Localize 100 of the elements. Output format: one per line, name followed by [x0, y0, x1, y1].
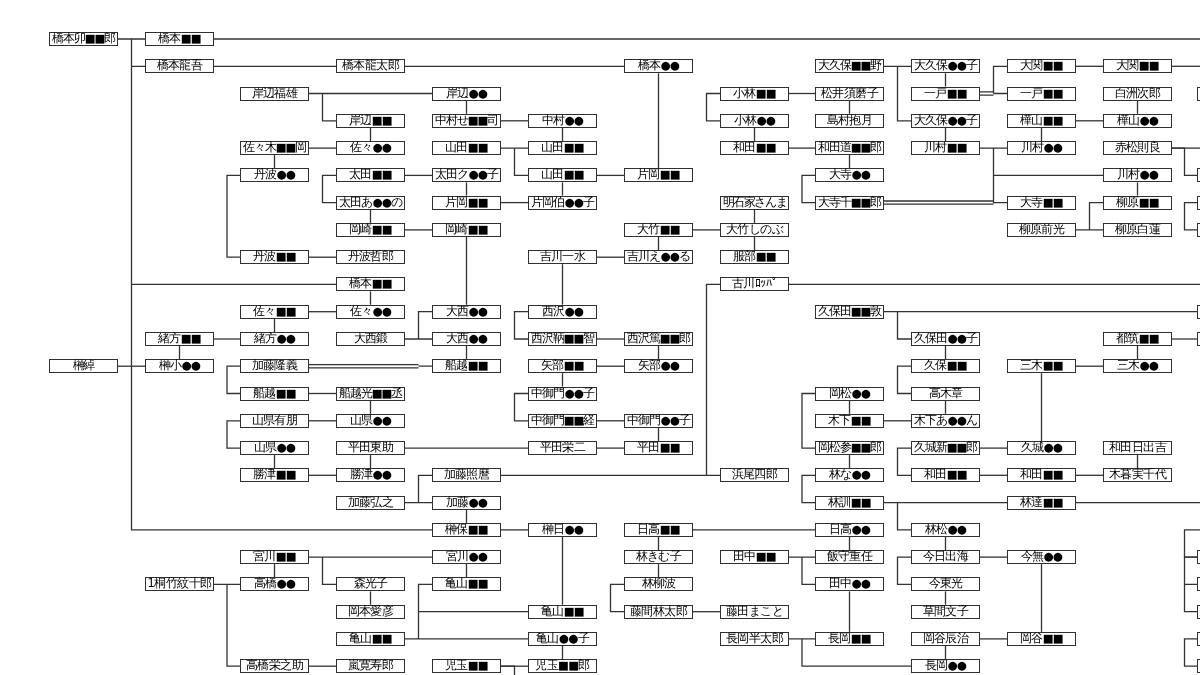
cropped-box: [1197, 168, 1200, 183]
connector-line: [596, 420, 625, 422]
connector-line: [979, 556, 1008, 558]
name-box: 森光子: [336, 577, 405, 592]
name-box: 小林■■: [720, 86, 789, 101]
name-box: 久城●●: [1007, 441, 1076, 456]
name-box: 大竹しのぶ: [720, 222, 789, 237]
name-box: 古川ﾛｯﾊﾟ: [720, 277, 789, 292]
connector-line: [404, 229, 433, 231]
name-box: 藤間林太郎: [624, 604, 693, 619]
name-box: 田中■■: [720, 550, 789, 565]
name-box: 亀山●●子: [528, 631, 597, 646]
name-box: 岡松参■■郎: [815, 441, 884, 456]
name-box: 和田■■: [720, 141, 789, 156]
connector-line: [1040, 563, 1043, 633]
name-box: 宮川■■: [240, 550, 309, 565]
connector-line: [1075, 120, 1104, 122]
name-box: 林達■■: [1007, 495, 1076, 510]
connector-line: [1183, 638, 1198, 667]
name-box: 岡本愛彦: [336, 604, 405, 619]
name-box: 大西鍛: [336, 332, 405, 346]
connector-line: [883, 65, 912, 122]
name-box: 白洲次郎: [1103, 86, 1172, 101]
name-box: 中御門●●子: [624, 413, 693, 428]
name-box: 吉川一水: [528, 250, 597, 265]
connector-line: [404, 447, 529, 449]
name-box: 丹波●●: [240, 168, 309, 183]
name-box: 樺山■■: [1007, 113, 1076, 128]
name-box: 大西●●: [432, 332, 501, 346]
name-box: 一戸■■: [1007, 86, 1076, 101]
name-box: 丹波哲郎: [336, 250, 405, 265]
connector-line: [883, 501, 1008, 531]
cropped-box: [1197, 222, 1200, 237]
name-box: 三木■■: [1007, 359, 1076, 374]
name-box: 矢部■■: [528, 359, 597, 374]
name-box: 亀山■■: [432, 577, 501, 592]
connector-line: [1075, 201, 1104, 231]
name-box: 平田■■: [624, 441, 693, 456]
connector-line: [801, 474, 816, 504]
name-box: 小林●●: [720, 113, 789, 128]
name-box: 緒方●●: [240, 332, 309, 346]
name-box: 服部■■: [720, 250, 789, 265]
name-box: 日高■■: [624, 522, 693, 537]
name-box: 中御門●●子: [528, 386, 597, 401]
connector-line: [500, 147, 529, 177]
connector-line: [979, 65, 1008, 96]
name-box: 橋本■■: [145, 32, 214, 46]
name-box: 飯守重任: [815, 550, 884, 565]
name-box: 西沢篤■■郎: [624, 332, 693, 346]
connector-line: [596, 256, 625, 258]
name-box: 片岡■■: [432, 195, 501, 210]
cropped-box: [1197, 86, 1200, 101]
name-box: 榊綽: [49, 359, 118, 374]
name-box: 西沢●●: [528, 304, 597, 319]
connector-line: [308, 392, 337, 395]
name-box: 長岡●●: [911, 659, 980, 674]
name-box: 高木章: [911, 386, 980, 401]
name-box: 林松●●: [911, 522, 980, 537]
connector-line: [788, 638, 912, 667]
connector-line: [500, 283, 721, 476]
connector-line: [883, 420, 912, 422]
connector-line: [213, 38, 1200, 40]
connector-line: [561, 536, 564, 606]
name-box: 勝津●●: [336, 468, 405, 483]
name-box: 勝津■■: [240, 468, 309, 483]
connector-line: [308, 556, 433, 586]
name-box: 山田■■: [528, 168, 597, 183]
connector-line: [561, 263, 564, 306]
name-box: 林きむ子: [624, 550, 693, 565]
connector-line: [596, 174, 625, 177]
connector-line: [979, 474, 1008, 476]
connector-line: [321, 174, 337, 204]
name-box: 宮川●●: [432, 550, 501, 565]
name-box: 島村抱月: [815, 113, 884, 128]
name-box: 樺山●●: [1103, 113, 1172, 128]
connector-line: [979, 638, 1008, 640]
name-box: 今東光: [911, 577, 980, 592]
name-box: 亀山■■: [528, 604, 597, 619]
connector-line: [788, 92, 816, 95]
connector-line: [1075, 474, 1104, 476]
name-box: 和田■■: [911, 468, 980, 483]
name-box: 加藤照麿: [432, 468, 501, 483]
name-box: 岸辺福雄: [240, 86, 309, 101]
connector-line: [500, 529, 529, 531]
name-box: 大寺千■■郎: [815, 195, 884, 210]
name-box: 日高●●: [815, 522, 884, 537]
connector-line: [1075, 501, 1200, 504]
name-box: 橋本卯■■郎: [49, 32, 118, 46]
name-box: 明石家さんま: [720, 195, 789, 210]
name-box: 加藤隆義: [240, 359, 309, 374]
name-box: 吉川え●●る: [624, 250, 693, 265]
name-box: 大寺●●: [815, 168, 884, 183]
name-box: 山田■■: [432, 141, 501, 156]
cropped-box: [1197, 304, 1200, 319]
connector-line: [1075, 65, 1104, 67]
connector-line: [596, 447, 625, 449]
connector-line: [801, 174, 816, 204]
name-box: 船越■■: [240, 386, 309, 401]
name-box: 佐々■■: [240, 304, 309, 319]
name-box: 柳原■■: [1103, 195, 1172, 210]
